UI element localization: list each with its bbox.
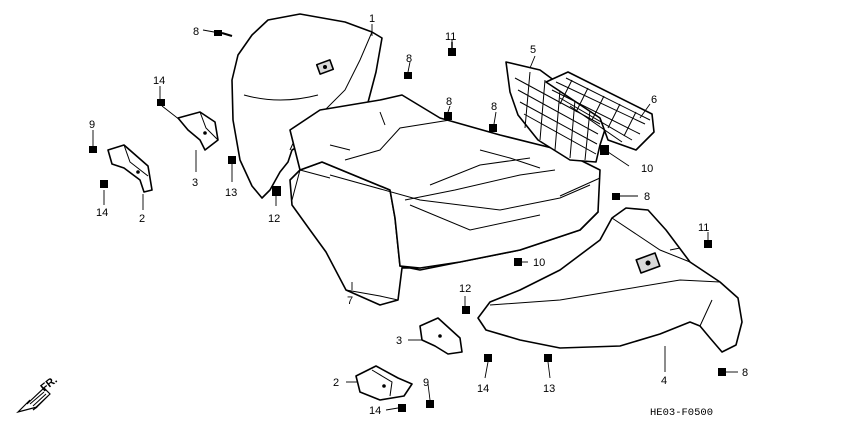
- label-9-upper: 9: [89, 119, 95, 131]
- part-6-mat: [545, 71, 655, 151]
- part-5-grate-frame: [505, 61, 609, 163]
- bolt-14-left-icon: [100, 180, 108, 188]
- part-2-bracket-upper: [107, 144, 153, 193]
- label-14-upper: 14: [153, 75, 165, 87]
- label-8-mid: 8: [406, 53, 412, 65]
- label-14-bottom: 14: [369, 405, 381, 417]
- label-3-lower: 3: [396, 335, 402, 347]
- bolt-14-upper-icon: [157, 99, 165, 106]
- label-3-upper: 3: [192, 177, 198, 189]
- label-8-grate: 8: [491, 101, 497, 113]
- part-1-mudguard: [231, 13, 383, 199]
- label-11-top: 11: [445, 31, 456, 43]
- label-1: 1: [369, 13, 375, 25]
- label-12-upper: 12: [268, 213, 280, 225]
- label-10-right: 10: [641, 163, 653, 175]
- bolt-8-right-icon: [612, 193, 620, 200]
- label-8-lower: 8: [742, 367, 748, 379]
- bolt-14-bottom-icon: [398, 404, 406, 412]
- label-12-center: 12: [459, 283, 471, 295]
- inner-tray: [289, 94, 601, 269]
- label-11-right: 11: [698, 222, 709, 234]
- clip-10-right-icon: [600, 145, 609, 155]
- front-direction-label: FR.: [38, 374, 59, 394]
- bolt-10-center-icon: [514, 258, 522, 266]
- label-14-left: 14: [96, 207, 108, 219]
- bolt-8-mid-icon: [404, 72, 412, 79]
- label-8-right: 8: [644, 191, 650, 203]
- bolt-8-top-icon: [214, 30, 233, 37]
- part-3-bracket-upper: [177, 111, 219, 151]
- bolt-8-center-icon: [444, 112, 452, 120]
- label-6: 6: [651, 94, 657, 106]
- bolt-8-grate-icon: [489, 124, 497, 132]
- label-2-upper: 2: [139, 213, 145, 225]
- part-3-bracket-lower: [419, 317, 463, 355]
- diagram-code: HE03-F0500: [650, 407, 713, 419]
- part-4-fender: [477, 207, 743, 353]
- bolt-9-upper-icon: [89, 146, 97, 153]
- clip-12-upper-icon: [272, 186, 281, 196]
- bolt-13-lower-icon: [544, 354, 552, 362]
- bolt-11-right-icon: [704, 240, 712, 248]
- label-4: 4: [661, 375, 667, 387]
- label-13-lower: 13: [543, 383, 555, 395]
- label-2-lower: 2: [333, 377, 339, 389]
- clip-12-center-icon: [462, 306, 470, 314]
- label-9-lower: 9: [423, 377, 429, 389]
- bolt-8-lower-icon: [718, 368, 726, 376]
- part-2-bracket-lower: [355, 365, 413, 401]
- label-14-lower: 14: [477, 383, 489, 395]
- front-arrow-icon: [16, 387, 51, 414]
- label-8-center: 8: [446, 96, 452, 108]
- bolt-13-upper-icon: [228, 156, 236, 164]
- label-5: 5: [530, 44, 536, 56]
- label-13-upper: 13: [225, 187, 237, 199]
- leader-lines: [92, 24, 738, 411]
- bolt-14-lower-icon: [484, 354, 492, 362]
- bolt-9-lower-icon: [426, 400, 434, 408]
- label-7: 7: [347, 295, 353, 307]
- label-8-top: 8: [193, 26, 199, 38]
- label-10-center: 10: [533, 257, 545, 269]
